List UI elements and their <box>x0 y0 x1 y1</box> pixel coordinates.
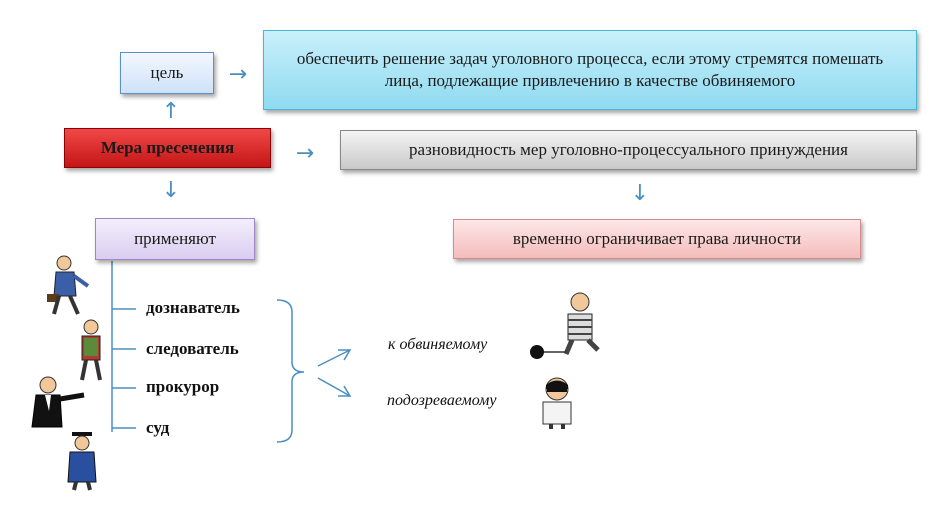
role-prosecutor: прокурор <box>146 377 220 396</box>
limits-box: временно ограничивает права личности <box>453 219 861 259</box>
masked-figure-icon <box>542 377 572 429</box>
prisoner-figure-icon <box>530 292 600 359</box>
role-investigator: следователь <box>146 339 239 358</box>
target-accused: к обвиняемому <box>388 336 488 353</box>
goal-description-box: обеспечить решение задач уголовного проц… <box>263 30 917 110</box>
person-figure-icon <box>31 376 85 428</box>
arrow-right-icon: → <box>295 140 315 166</box>
arrow-up-icon: ↑ <box>161 98 181 124</box>
goal-box: цель <box>120 52 214 94</box>
arrow-right-icon: → <box>228 61 248 87</box>
variety-box: разновидность мер уголовно-процессуально… <box>340 130 917 170</box>
measure-box: Мера пресечения <box>64 128 271 168</box>
apply-box: применяют <box>95 218 255 260</box>
arrow-down-icon: ↓ <box>161 177 181 203</box>
person-figure-icon <box>47 255 90 315</box>
target-suspect: подозреваемому <box>387 392 497 409</box>
person-figure-icon <box>80 319 102 381</box>
role-inquirer: дознаватель <box>146 298 240 317</box>
role-court: суд <box>146 418 170 437</box>
arrow-down-icon: ↓ <box>630 180 650 206</box>
person-figure-icon <box>67 432 97 491</box>
